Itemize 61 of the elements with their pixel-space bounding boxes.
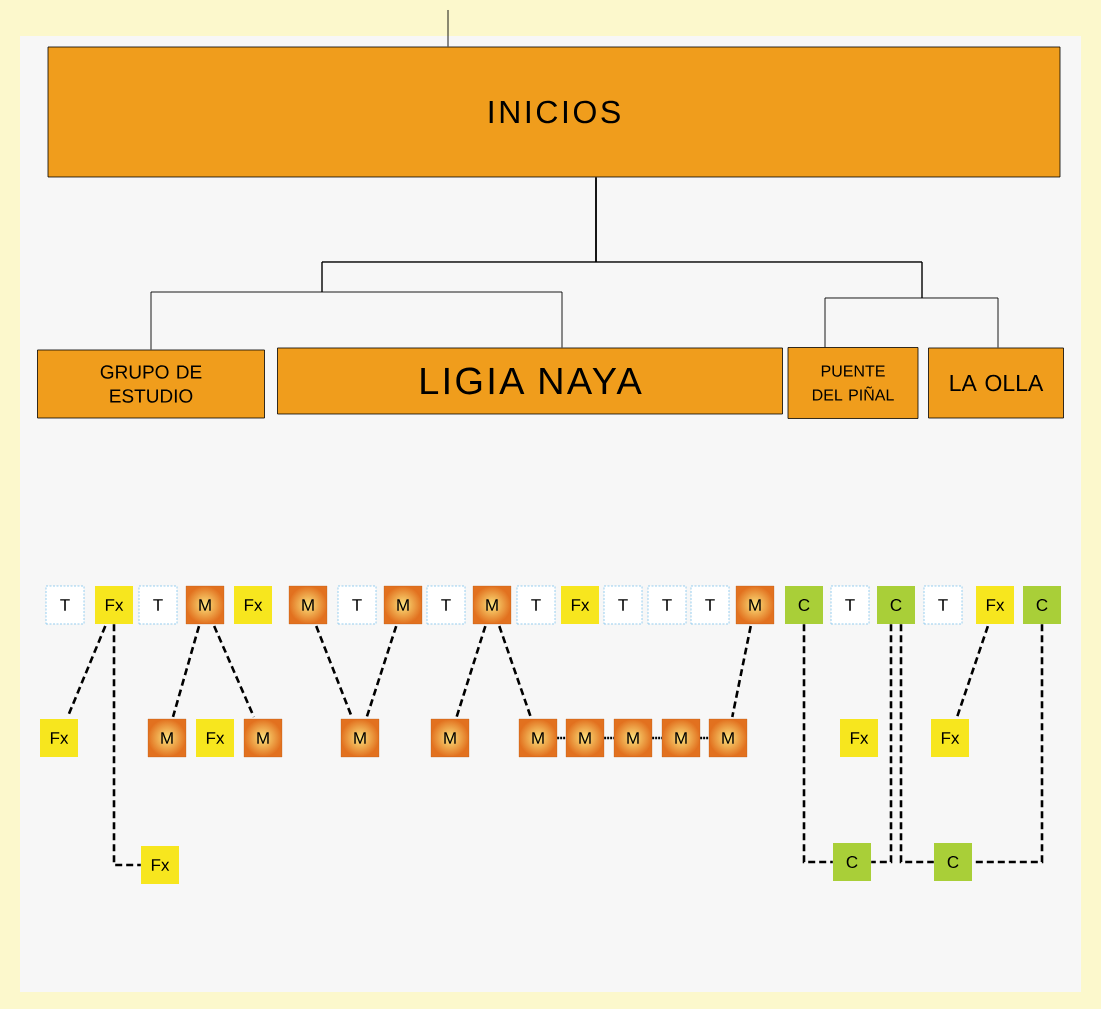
m-square: M [288,585,328,625]
t-square: T [138,585,178,625]
category-box: LIGIA NAYA [277,347,783,415]
category-box: INICIOS [47,46,1061,178]
connector-line [315,625,353,718]
connector-line [171,625,201,718]
fx-square: Fx [95,586,133,624]
category-box: LA OLLA [928,347,1064,419]
t-square: T [923,585,963,625]
c-square: C [877,586,915,624]
fx-square: Fx [561,586,599,624]
m-square: M [518,718,558,758]
connector-line [871,624,893,864]
m-square: M [340,718,380,758]
t-square: T [647,585,687,625]
fx-square: Fx [931,719,969,757]
m-square: M [185,585,225,625]
connector-line [955,625,990,718]
connector-line [365,625,398,718]
m-square: M [735,585,775,625]
category-box: PUENTE DEL PIÑAL [787,347,919,419]
t-square: T [337,585,377,625]
c-square: C [785,586,823,624]
connector-line [557,736,566,740]
c-square: C [1023,586,1061,624]
fx-square: Fx [196,719,234,757]
connector-line [112,624,141,867]
t-square: T [830,585,870,625]
m-square: M [147,718,187,758]
t-square: T [603,585,643,625]
connector-line [455,625,487,718]
connector-line [447,9,449,48]
fx-square: Fx [141,846,179,884]
connector-line [604,736,614,740]
m-square: M [243,718,283,758]
m-square: M [613,718,653,758]
c-square: C [833,843,871,881]
category-box: GRUPO DE ESTUDIO [37,349,265,419]
fx-square: Fx [976,586,1014,624]
m-square: M [661,718,701,758]
connector-line [731,625,752,718]
connector-line [802,624,833,864]
fx-square: Fx [234,586,272,624]
connector-line [899,624,934,864]
m-square: M [472,585,512,625]
m-square: M [565,718,605,758]
t-square: T [690,585,730,625]
connector-line [595,176,999,349]
t-square: T [426,585,466,625]
connector-line [652,736,662,740]
m-square: M [383,585,423,625]
connector-line [498,625,532,718]
t-square: T [45,585,85,625]
m-square: M [708,718,748,758]
connector-line [700,736,709,740]
connector-line [212,625,256,718]
m-square: M [430,718,470,758]
fx-square: Fx [40,719,78,757]
c-square: C [934,843,972,881]
t-square: T [516,585,556,625]
fx-square: Fx [840,719,878,757]
